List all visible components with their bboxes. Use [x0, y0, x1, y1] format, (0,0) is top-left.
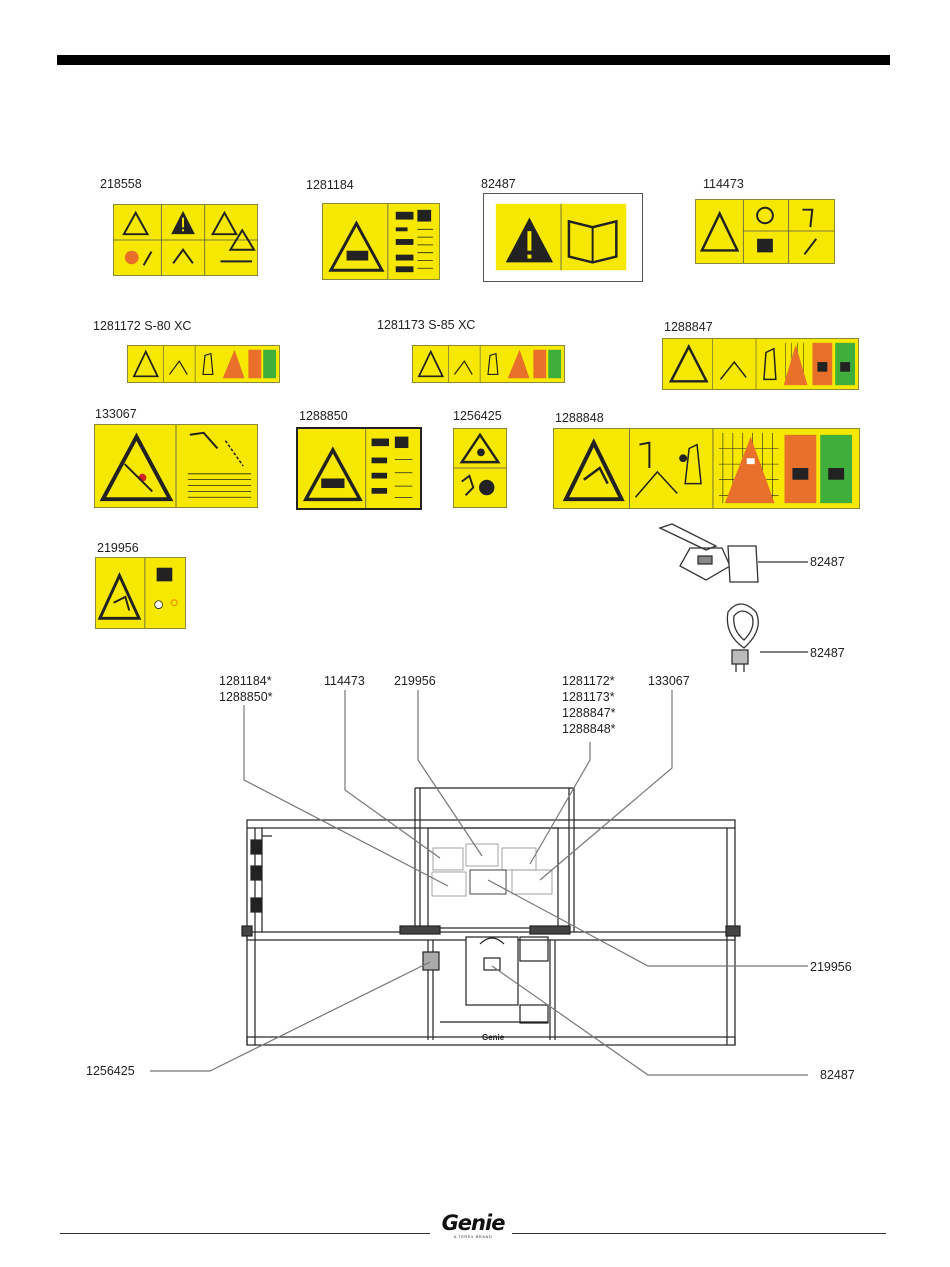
callout-1288850: 1288850*: [219, 690, 273, 705]
callout-82487-a: 82487: [810, 555, 845, 570]
decal-label-1281172: 1281172 S-80 XC: [93, 319, 191, 334]
decal-1281172: [127, 345, 280, 383]
callout-1288848: 1288848*: [562, 722, 616, 737]
footer-rule-right: [512, 1233, 886, 1234]
callout-219956-top: 219956: [394, 674, 436, 689]
decal-label-1288847: 1288847: [664, 320, 713, 335]
decal-133067: [94, 424, 258, 508]
decal-label-1256425: 1256425: [453, 409, 502, 424]
decal-219956: [95, 557, 186, 629]
platform-brand-mark: Genie: [482, 1033, 505, 1042]
decal-label-1288850: 1288850: [299, 409, 348, 424]
decal-label-133067: 133067: [95, 407, 137, 422]
decal-label-1288848: 1288848: [555, 411, 604, 426]
callout-114473: 114473: [324, 674, 365, 689]
decal-114473: [695, 199, 835, 264]
leader-lines: [150, 690, 808, 1075]
callout-1288847: 1288847*: [562, 706, 616, 721]
decal-label-1281173: 1281173 S-85 XC: [377, 318, 475, 333]
platform-outline: [242, 788, 740, 1045]
decal-label-82487: 82487: [481, 177, 516, 192]
callout-1281172: 1281172*: [562, 674, 615, 689]
callout-1256425: 1256425: [86, 1064, 135, 1079]
decal-label-219956: 219956: [97, 541, 139, 556]
footswitch-part-drawing: [660, 524, 808, 582]
decal-label-1281184: 1281184: [306, 178, 354, 193]
callout-1281173: 1281173*: [562, 690, 615, 705]
decal-label-218558: 218558: [100, 177, 142, 192]
callout-219956-right: 219956: [810, 960, 852, 975]
footer-rule-left: [60, 1233, 430, 1234]
header-rule: [57, 55, 890, 65]
callout-1281184: 1281184*: [219, 674, 272, 689]
decal-1288848: [553, 428, 860, 509]
decal-1281184: [322, 203, 440, 280]
decal-1256425: [453, 428, 507, 508]
callout-133067: 133067: [648, 674, 690, 689]
decal-82487: [483, 193, 643, 282]
decal-218558: [113, 204, 258, 276]
decal-1288850: [296, 427, 422, 510]
decal-1281173: [412, 345, 565, 383]
callout-82487-b: 82487: [810, 646, 845, 661]
decal-location-boxes: [432, 844, 552, 896]
brand-wordmark: Genie: [440, 1212, 506, 1234]
decal-1288847: [662, 338, 859, 390]
callout-82487-bottom: 82487: [820, 1068, 855, 1083]
genie-logo: Genie A TEREX BRAND: [440, 1212, 506, 1239]
lanyard-anchor-part-drawing: [727, 604, 808, 672]
decal-label-114473: 114473: [703, 177, 744, 192]
